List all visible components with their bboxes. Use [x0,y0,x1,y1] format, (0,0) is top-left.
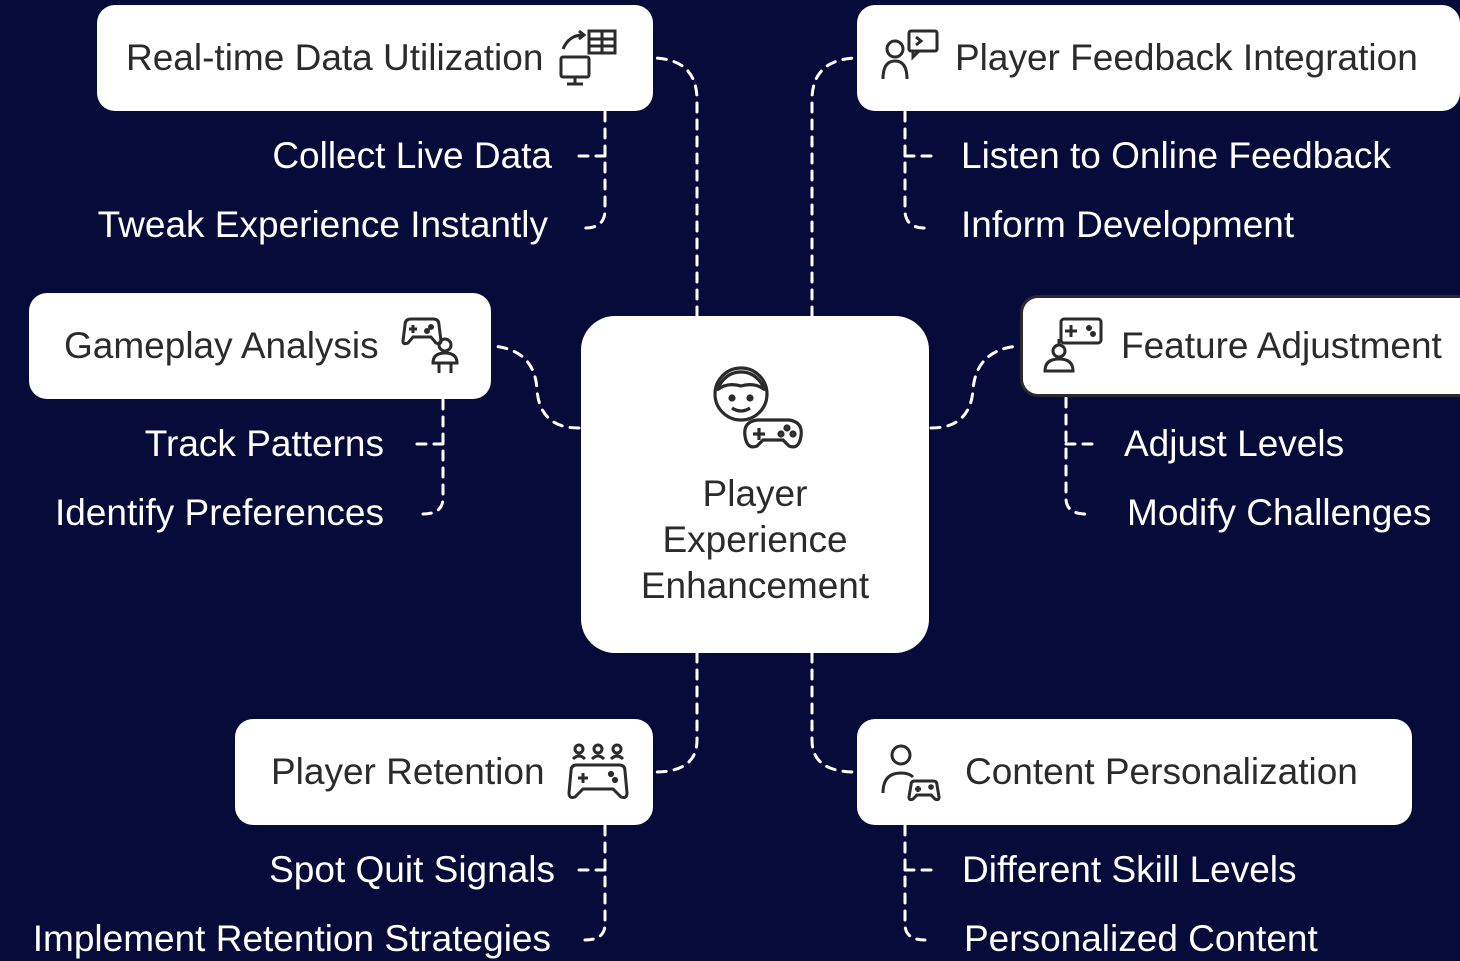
center-label: Player Experience Enhancement [641,471,869,609]
feature-adjustment-icon [1043,315,1105,377]
sub-spot-quit-signals: Spot Quit Signals [269,849,555,890]
sub-modify-challenges: Modify Challenges [1127,492,1432,533]
node-title: Player Feedback Integration [955,37,1418,78]
center-label-line: Experience [662,519,848,560]
node-title: Gameplay Analysis [64,325,379,366]
sub-tweak-experience-instantly: Tweak Experience Instantly [97,204,548,245]
sub-different-skill-levels: Different Skill Levels [962,849,1297,890]
sub-listen-to-online-feedback: Listen to Online Feedback [961,135,1391,176]
sub-adjust-levels: Adjust Levels [1124,423,1345,464]
content-personalization-icon [881,741,941,803]
sub-implement-retention-strategies: Implement Retention Strategies [32,918,551,959]
player-gamepad-icon [705,362,805,463]
sub-identify-preferences: Identify Preferences [54,492,384,533]
center-label-line: Enhancement [640,565,870,606]
node-title: Player Retention [271,751,545,792]
node-feature-adjustment: Feature Adjustment [1020,295,1460,397]
node-title: Real-time Data Utilization [126,37,544,78]
sub-inform-development: Inform Development [961,204,1295,245]
node-player-retention: Player Retention [235,719,653,825]
sub-collect-live-data: Collect Live Data [272,135,552,176]
realtime-data-icon [557,27,619,89]
sub-personalized-content: Personalized Content [964,918,1318,959]
node-content-personalization: Content Personalization [857,719,1412,825]
gameplay-analysis-icon [401,315,463,377]
center-node-player-experience-enhancement: Player Experience Enhancement [581,316,929,653]
sub-track-patterns: Track Patterns [144,423,384,464]
node-realtime-data-utilization: Real-time Data Utilization [97,5,653,111]
node-title: Content Personalization [965,751,1358,792]
node-gameplay-analysis: Gameplay Analysis [29,293,491,399]
node-title: Feature Adjustment [1121,325,1442,366]
player-retention-icon [567,741,629,803]
center-label-line: Player [702,473,808,514]
player-feedback-icon [879,27,941,89]
node-player-feedback-integration: Player Feedback Integration [857,5,1460,111]
